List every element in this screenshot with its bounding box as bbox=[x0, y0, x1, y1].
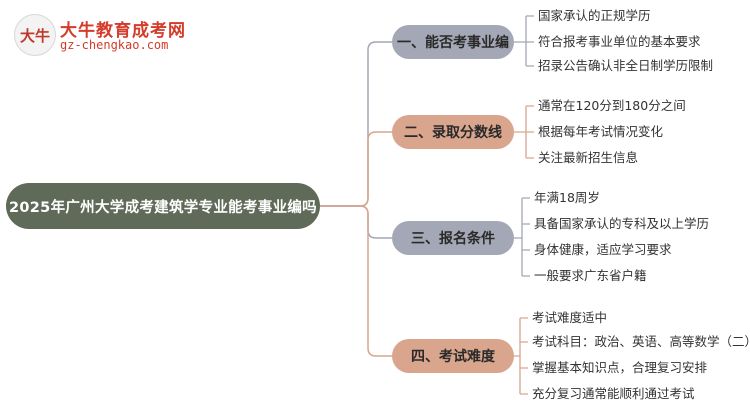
leaf-node: 考试科目：政治、英语、高等数学（二） bbox=[532, 334, 750, 349]
branch-node-1: 一、能否考事业编 bbox=[392, 25, 514, 59]
leaf-node: 关注最新招生信息 bbox=[538, 150, 639, 165]
leaf-node: 一般要求广东省户籍 bbox=[534, 268, 647, 283]
connector-b2-leaves bbox=[514, 105, 534, 159]
connector-root-b2 bbox=[320, 131, 392, 207]
connector-b3-leaves bbox=[514, 197, 530, 277]
leaf-node: 通常在120分到180分之间 bbox=[538, 98, 686, 113]
leaf-node: 国家承认的正规学历 bbox=[538, 8, 651, 23]
connector-root-b1 bbox=[320, 41, 392, 207]
leaf-node: 招录公告确认非全日制学历限制 bbox=[538, 58, 714, 73]
root-node: 2025年广州大学成考建筑学专业能考事业编吗 bbox=[6, 183, 320, 229]
site-logo[interactable]: 大牛 大牛教育成考网 gz-chengkao.com bbox=[14, 14, 214, 60]
branch-node-3: 三、报名条件 bbox=[392, 221, 514, 255]
leaf-node: 考试难度适中 bbox=[532, 310, 608, 325]
leaf-node: 充分复习通常能顺利通过考试 bbox=[532, 386, 695, 401]
connector-root-b4 bbox=[320, 205, 392, 357]
leaf-node: 具备国家承认的专科及以上学历 bbox=[534, 216, 710, 231]
connector-b4-leaves bbox=[514, 317, 528, 395]
leaf-node: 根据每年考试情况变化 bbox=[538, 124, 664, 139]
branch-node-2: 二、录取分数线 bbox=[392, 115, 514, 149]
leaf-node: 符合报考事业单位的基本要求 bbox=[538, 34, 701, 49]
leaf-node: 身体健康，适应学习要求 bbox=[534, 242, 672, 257]
connector-root-b3 bbox=[320, 205, 392, 239]
leaf-node: 掌握基本知识点，合理复习安排 bbox=[532, 360, 708, 375]
connector-b1-leaves bbox=[514, 15, 534, 67]
branch-node-4: 四、考试难度 bbox=[392, 339, 514, 373]
leaf-node: 年满18周岁 bbox=[534, 190, 600, 205]
logo-url: gz-chengkao.com bbox=[60, 38, 169, 52]
logo-mark-icon: 大牛 bbox=[14, 14, 56, 56]
logo-title: 大牛教育成考网 bbox=[60, 21, 186, 41]
